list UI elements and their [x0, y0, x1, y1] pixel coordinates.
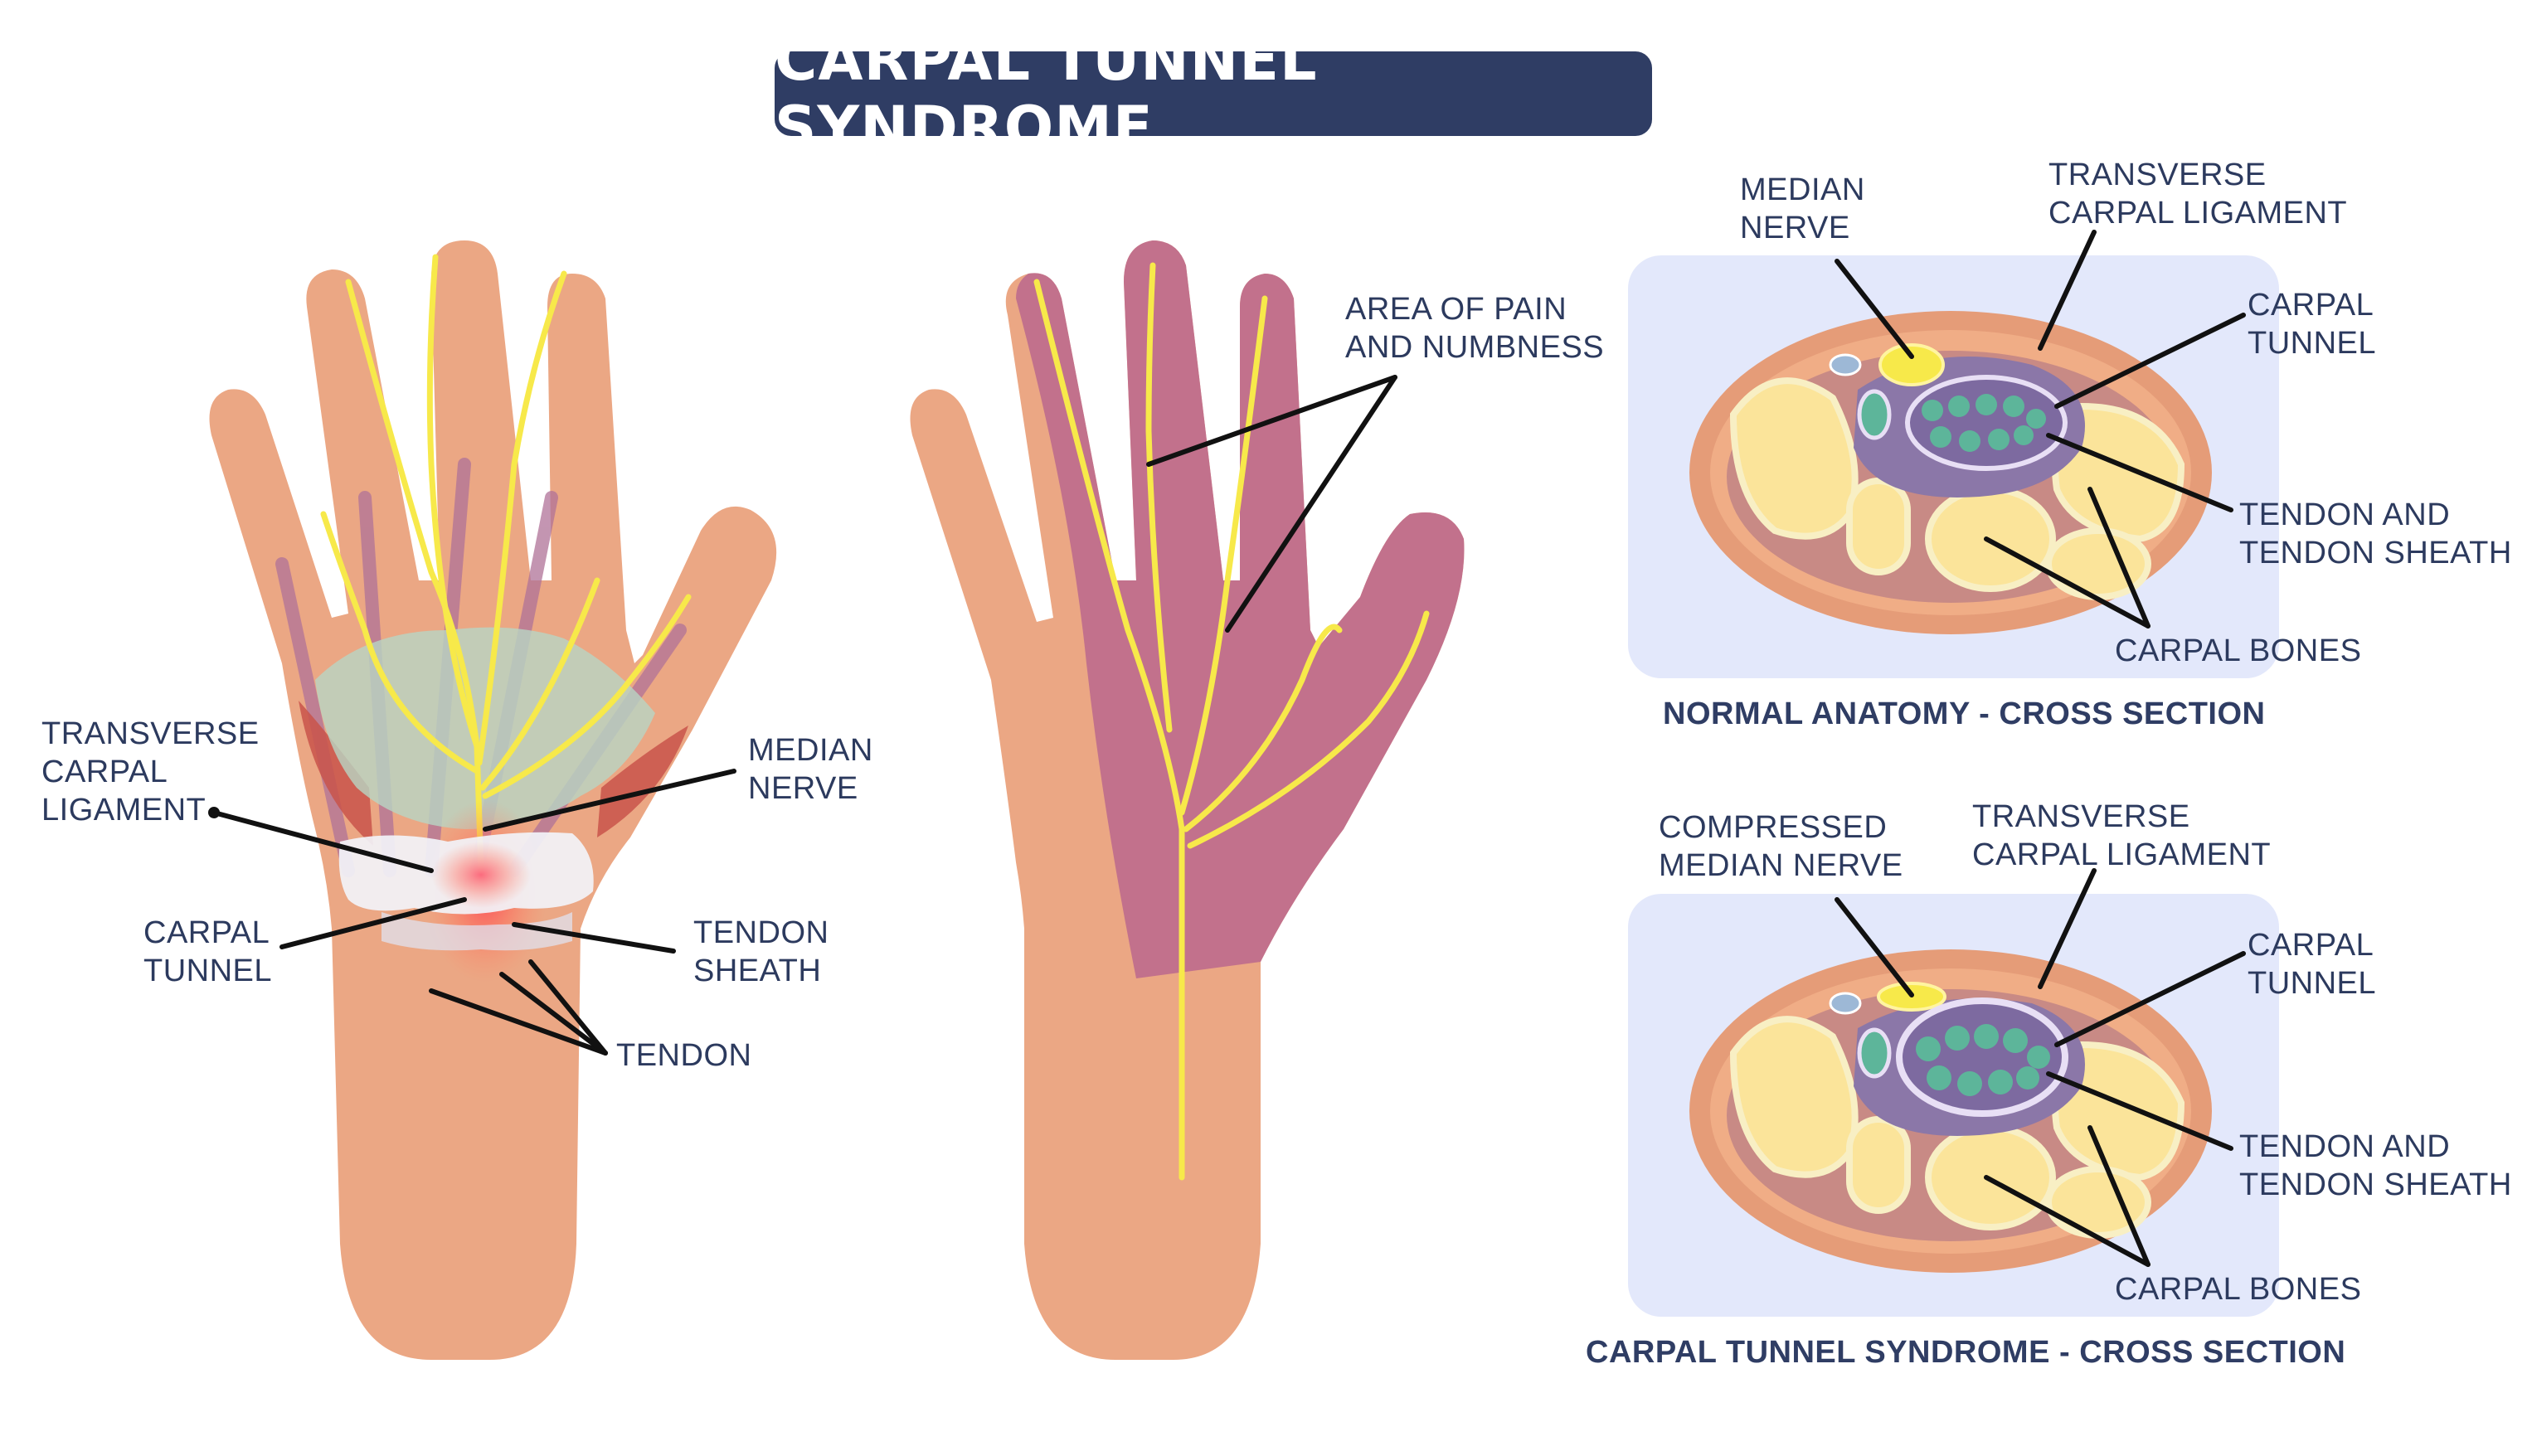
normal-label-carpal-tunnel: CARPAL TUNNEL [2248, 288, 2377, 361]
label-median-nerve: MEDIAN NERVE [748, 733, 873, 806]
normal-label-carpal-bones: CARPAL BONES [2115, 633, 2362, 668]
normal-section-caption: NORMAL ANATOMY - CROSS SECTION [1663, 696, 2266, 731]
syndrome-label-carpal-tunnel: CARPAL TUNNEL [2248, 928, 2377, 1001]
syndrome-label-compressed-nerve: COMPRESSED MEDIAN NERVE [1659, 810, 1903, 883]
normal-label-transverse-ligament: TRANSVERSE CARPAL LIGAMENT [2048, 158, 2348, 231]
syndrome-cross-section [1628, 894, 2279, 1317]
label-carpal-tunnel: CARPAL TUNNEL [143, 915, 273, 988]
syndrome-label-transverse-ligament: TRANSVERSE CARPAL LIGAMENT [1972, 799, 2272, 872]
leader-lines [208, 230, 2246, 1267]
label-tendon: TENDON [616, 1038, 752, 1073]
label-area-of-pain: AREA OF PAIN AND NUMBNESS [1345, 292, 1605, 365]
left-tendon-sheath [382, 912, 572, 951]
left-hand-nerves [320, 254, 692, 874]
syndrome-label-carpal-bones: CARPAL BONES [2115, 1272, 2362, 1307]
label-transverse-carpal-ligament: TRANSVERSE CARPAL LIGAMENT [41, 716, 260, 827]
thenar-muscle [299, 701, 373, 846]
middle-hand [910, 240, 1465, 1360]
normal-label-tendon-sheath: TENDON AND TENDON SHEATH [2239, 497, 2512, 570]
page-title-banner: CARPAL TUNNEL SYNDROME [775, 26, 1652, 162]
page-title: CARPAL TUNNEL SYNDROME [775, 26, 1318, 162]
label-tendon-sheath: TENDON SHEATH [693, 915, 829, 988]
syndrome-section-caption: CARPAL TUNNEL SYNDROME - CROSS SECTION [1586, 1335, 2346, 1370]
left-hand [209, 240, 777, 1360]
normal-cross-section [1628, 255, 2279, 678]
normal-label-median-nerve: MEDIAN NERVE [1740, 172, 1865, 245]
hypothenar-muscle [597, 726, 688, 837]
middle-hand-nerves [1033, 262, 1430, 1181]
syndrome-label-tendon-sheath: TENDON AND TENDON SHEATH [2239, 1129, 2512, 1202]
normal-median-nerve-shape [1878, 343, 1945, 386]
